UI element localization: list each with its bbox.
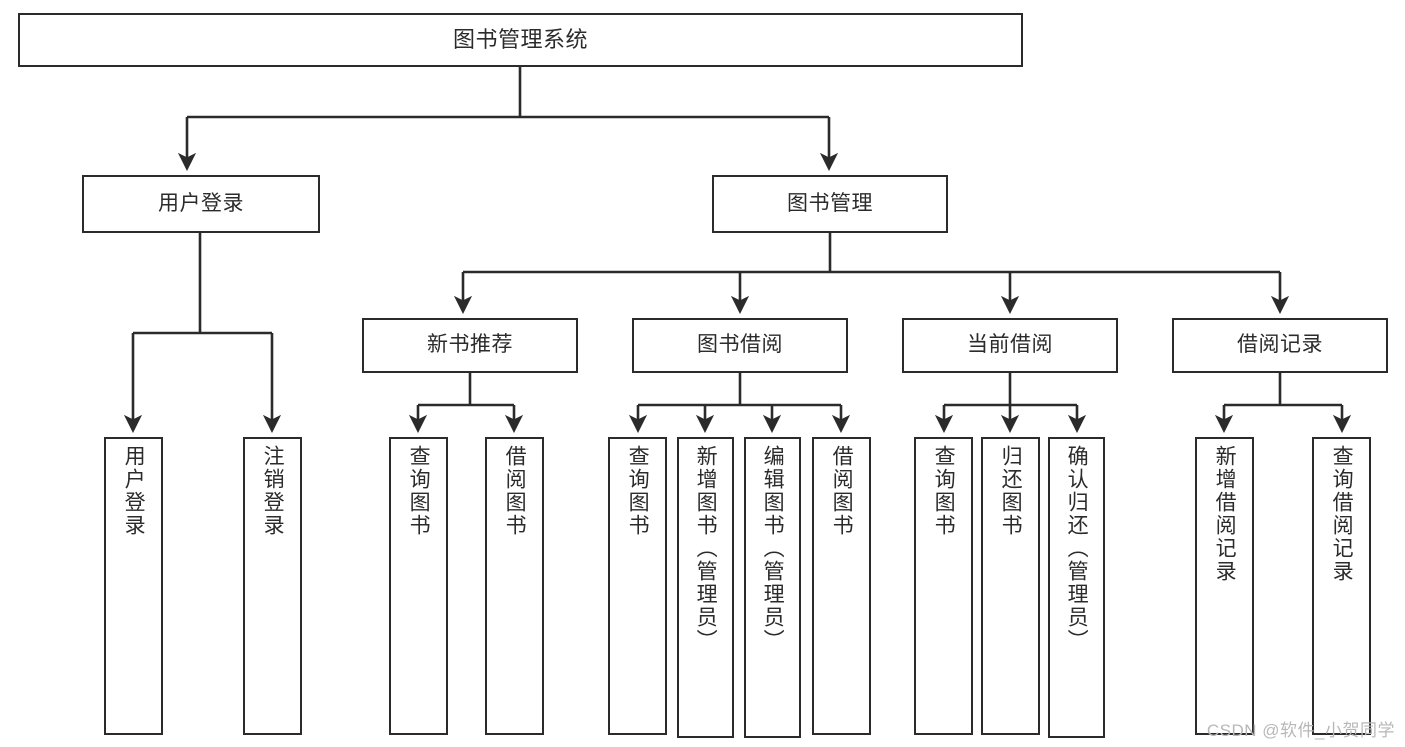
node-label: 新书推荐 <box>427 333 513 357</box>
leaf-current-return-book[interactable]: 归还图书 <box>981 437 1040 735</box>
watermark-text: CSDN @软件_小贺同学 <box>1206 721 1395 740</box>
node-book-management[interactable]: 图书管理 <box>712 175 948 233</box>
leaf-borrow-borrow-book[interactable]: 借阅图书 <box>812 437 871 735</box>
node-label: 借阅图书 <box>503 445 527 537</box>
node-label: 查询图书 <box>407 445 431 537</box>
node-label: 新增图书（管理员） <box>694 445 718 652</box>
leaf-record-query-record[interactable]: 查询借阅记录 <box>1312 437 1371 735</box>
node-label: 当前借阅 <box>967 333 1053 357</box>
node-book-borrow[interactable]: 图书借阅 <box>632 318 848 373</box>
node-user-login[interactable]: 用户登录 <box>82 175 320 233</box>
leaf-record-add-record[interactable]: 新增借阅记录 <box>1195 437 1254 735</box>
leaf-current-query-book[interactable]: 查询图书 <box>914 437 973 735</box>
node-borrow-record[interactable]: 借阅记录 <box>1172 318 1388 373</box>
node-label: 图书借阅 <box>697 333 783 357</box>
node-new-book-recommend[interactable]: 新书推荐 <box>362 318 578 373</box>
leaf-new-book-query[interactable]: 查询图书 <box>389 437 448 735</box>
leaf-borrow-query-book[interactable]: 查询图书 <box>608 437 667 735</box>
node-label: 查询借阅记录 <box>1330 445 1354 583</box>
node-label: 新增借阅记录 <box>1213 445 1237 583</box>
node-label: 图书管理 <box>787 191 873 215</box>
leaf-borrow-add-book-admin[interactable]: 新增图书（管理员） <box>677 437 734 738</box>
node-label: 借阅记录 <box>1237 333 1323 357</box>
leaf-current-confirm-return-admin[interactable]: 确认归还（管理员） <box>1048 437 1105 738</box>
leaf-user-login-login[interactable]: 用户登录 <box>104 437 163 735</box>
leaf-borrow-edit-book-admin[interactable]: 编辑图书（管理员） <box>744 437 801 738</box>
node-label: 借阅图书 <box>830 445 854 537</box>
node-label: 图书管理系统 <box>452 27 588 53</box>
node-label: 查询图书 <box>932 445 956 537</box>
node-label: 用户登录 <box>122 445 146 537</box>
node-root-system[interactable]: 图书管理系统 <box>18 13 1023 67</box>
node-current-borrow[interactable]: 当前借阅 <box>902 318 1118 373</box>
node-label: 查询图书 <box>626 445 650 537</box>
node-label: 用户登录 <box>158 191 244 215</box>
leaf-new-book-borrow[interactable]: 借阅图书 <box>485 437 544 735</box>
node-label: 注销登录 <box>261 445 285 537</box>
leaf-user-login-logout[interactable]: 注销登录 <box>243 437 302 735</box>
node-label: 确认归还（管理员） <box>1065 445 1089 652</box>
node-label: 归还图书 <box>999 445 1023 537</box>
node-label: 编辑图书（管理员） <box>761 445 785 652</box>
